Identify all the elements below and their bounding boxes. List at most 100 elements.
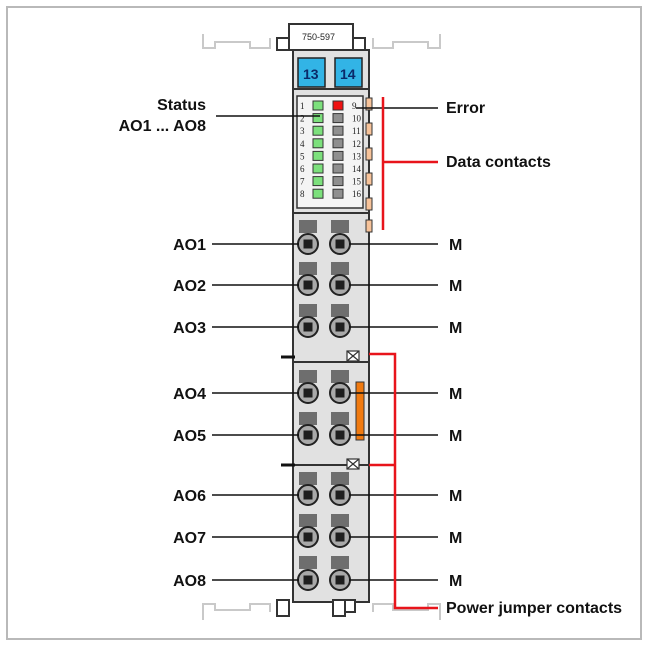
slot-right-8 (331, 556, 349, 569)
data-contact-4 (365, 172, 373, 186)
ground-label-2: M (449, 278, 462, 295)
bottom-clip (276, 599, 356, 617)
slot-right-3 (331, 304, 349, 317)
led-number-right: 9 (352, 101, 357, 111)
slot-left-2 (299, 262, 317, 275)
slot-left-8 (299, 556, 317, 569)
led-number-right: 16 (352, 189, 362, 199)
model-number: 750-597 (302, 32, 335, 42)
ground-label-7: M (449, 530, 462, 547)
connection-slots (299, 220, 349, 569)
led-number-right: 15 (352, 177, 362, 187)
clamp-hole (335, 388, 345, 398)
clamp-hole (335, 490, 345, 500)
data-contacts-label: Data contacts (446, 154, 551, 171)
top-clip: 750-597 (276, 23, 366, 51)
output-label-6: AO6 (173, 488, 206, 505)
unused-led-16 (332, 188, 344, 199)
unused-led-15 (332, 176, 344, 187)
error-led (332, 100, 344, 111)
ground-label-1: M (449, 237, 462, 254)
din-rail-top (202, 34, 441, 49)
data-contact-2 (365, 122, 373, 136)
data-contacts-bracket (381, 97, 438, 230)
led-number-right: 11 (352, 126, 361, 136)
status-led-6 (312, 163, 324, 174)
slot-right-6 (331, 472, 349, 485)
slot-right-7 (331, 514, 349, 527)
unused-led-13 (332, 150, 344, 161)
clamp-hole (335, 239, 345, 249)
data-contact-3 (365, 147, 373, 161)
terminal-label-13: 13 (303, 66, 319, 82)
led-number-left: 2 (300, 114, 305, 124)
output-label-8: AO8 (173, 573, 206, 590)
ground-label-5: M (449, 428, 462, 445)
data-contact-1 (365, 97, 373, 111)
slot-left-4 (299, 370, 317, 383)
slot-right-2 (331, 262, 349, 275)
output-leader-lines (212, 243, 438, 581)
ground-label-4: M (449, 386, 462, 403)
clamp-hole (335, 280, 345, 290)
power-jumper-label: Power jumper contacts (446, 600, 622, 617)
data-contact-6 (365, 219, 373, 233)
output-label-3: AO3 (173, 320, 206, 337)
unused-led-11 (332, 125, 344, 136)
led-number-left: 4 (300, 139, 305, 149)
output-label-7: AO7 (173, 530, 206, 547)
power-jumper-bracket (369, 352, 438, 610)
unused-led-14 (332, 163, 344, 174)
output-label-4: AO4 (173, 386, 206, 403)
terminal-label-14: 14 (340, 66, 356, 82)
din-rail-bottom (202, 603, 441, 620)
slot-left-3 (299, 304, 317, 317)
led-number-left: 6 (300, 164, 305, 174)
clamp-hole (303, 430, 313, 440)
clamp-hole (303, 388, 313, 398)
output-label-5: AO5 (173, 428, 206, 445)
slot-right-4 (331, 370, 349, 383)
slot-right-1 (331, 220, 349, 233)
status-led-1 (312, 100, 324, 111)
led-number-right: 14 (352, 164, 362, 174)
ground-label-6: M (449, 488, 462, 505)
led-number-left: 8 (300, 189, 305, 199)
led-number-right: 12 (352, 139, 361, 149)
status-led-4 (312, 138, 324, 149)
led-number-right: 10 (352, 114, 362, 124)
unused-led-10 (332, 113, 344, 124)
led-number-left: 3 (300, 126, 305, 136)
clamp-hole (303, 322, 313, 332)
slot-left-1 (299, 220, 317, 233)
output-label-1: AO1 (173, 237, 206, 254)
status-range-label: AO1 ... AO8 (119, 118, 207, 135)
clamp-hole (335, 532, 345, 542)
ground-label-3: M (449, 320, 462, 337)
led-number-left: 7 (300, 177, 305, 187)
status-led-2 (312, 113, 324, 124)
led-number-left: 5 (300, 151, 305, 161)
ground-labels: M M M M M M M M (449, 237, 462, 590)
status-led-7 (312, 176, 324, 187)
clamp-hole (303, 490, 313, 500)
clamp-hole (303, 532, 313, 542)
led-number-left: 1 (300, 101, 305, 111)
power-jumper-marks (346, 350, 360, 470)
clamp-hole (303, 239, 313, 249)
output-label-2: AO2 (173, 278, 206, 295)
clamp-hole (303, 280, 313, 290)
led-column-status (312, 100, 324, 199)
slot-left-5 (299, 412, 317, 425)
power-jumper-strip (355, 381, 365, 441)
data-contact-5 (365, 197, 373, 211)
status-led-5 (312, 150, 324, 161)
leader-lines (216, 107, 438, 117)
led-panel (296, 95, 364, 209)
status-led-8 (312, 188, 324, 199)
status-led-3 (312, 125, 324, 136)
ground-label-8: M (449, 573, 462, 590)
